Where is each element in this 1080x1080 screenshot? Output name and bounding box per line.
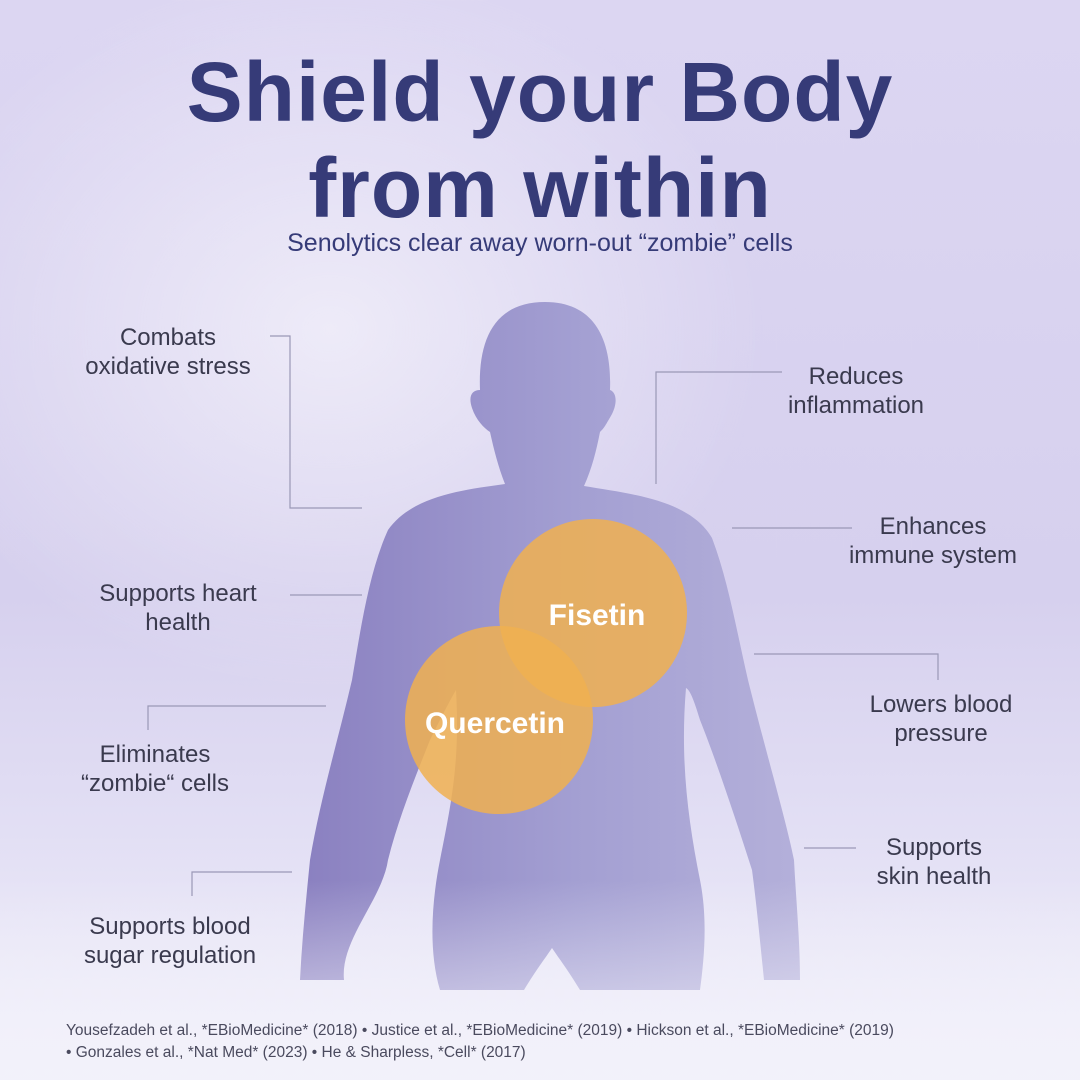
benefit-line: Eliminates [99, 741, 211, 768]
title-line-1: Shield your Body [186, 45, 894, 139]
benefit-line: inflammation [787, 392, 925, 419]
quercetin-circle [405, 626, 593, 814]
leader-lines-right [655, 371, 939, 849]
benefit-line: oxidative stress [85, 353, 251, 380]
title-line-2: from within [308, 141, 772, 235]
benefit-skin-health: Supports skin health [784, 833, 1080, 891]
leader-line-oxidative [270, 335, 362, 509]
leader-line-blood-pressure [754, 653, 939, 680]
page-title: Shield your Body from within [0, 44, 1080, 236]
benefit-line: “zombie“ cells [80, 770, 230, 797]
leader-lines-left [147, 335, 362, 896]
benefit-line: Supports blood [89, 913, 251, 940]
references-line-2: • Gonzales et al., *Nat Med* (2023) • He… [66, 1044, 526, 1061]
benefit-line: Reduces [808, 363, 904, 390]
benefit-line: immune system [848, 542, 1018, 569]
references: Yousefzadeh et al., *EBioMedicine* (2018… [66, 1020, 1056, 1064]
benefit-line: pressure [894, 720, 988, 747]
references-line-1: Yousefzadeh et al., *EBioMedicine* (2018… [66, 1022, 894, 1039]
benefit-line: sugar regulation [83, 942, 257, 969]
benefit-heart-health: Supports heart health [28, 579, 328, 637]
benefit-immune-system: Enhances immune system [783, 512, 1080, 570]
benefit-inflammation: Reduces inflammation [706, 362, 1006, 420]
leader-line-sugar [191, 871, 292, 896]
fisetin-label: Fisetin [548, 599, 646, 632]
leader-line-inflammation [655, 371, 782, 484]
subtitle: Senolytics clear away worn-out “zombie” … [287, 229, 793, 257]
benefit-line: skin health [876, 863, 992, 890]
benefit-line: Combats [119, 324, 217, 351]
benefit-line: Lowers blood [869, 691, 1013, 718]
benefit-line: Supports heart [99, 580, 257, 607]
leader-line-zombie [147, 705, 326, 730]
benefit-line: health [145, 609, 211, 636]
benefit-line: Enhances [879, 513, 987, 540]
benefit-line: Supports [885, 834, 983, 861]
benefit-blood-sugar: Supports blood sugar regulation [20, 912, 320, 970]
quercetin-label: Quercetin [424, 707, 566, 740]
benefit-oxidative-stress: Combats oxidative stress [18, 323, 318, 381]
bottom-fade [0, 880, 1080, 1080]
benefit-zombie-cells: Eliminates “zombie“ cells [5, 740, 305, 798]
benefit-blood-pressure: Lowers blood pressure [791, 690, 1080, 748]
